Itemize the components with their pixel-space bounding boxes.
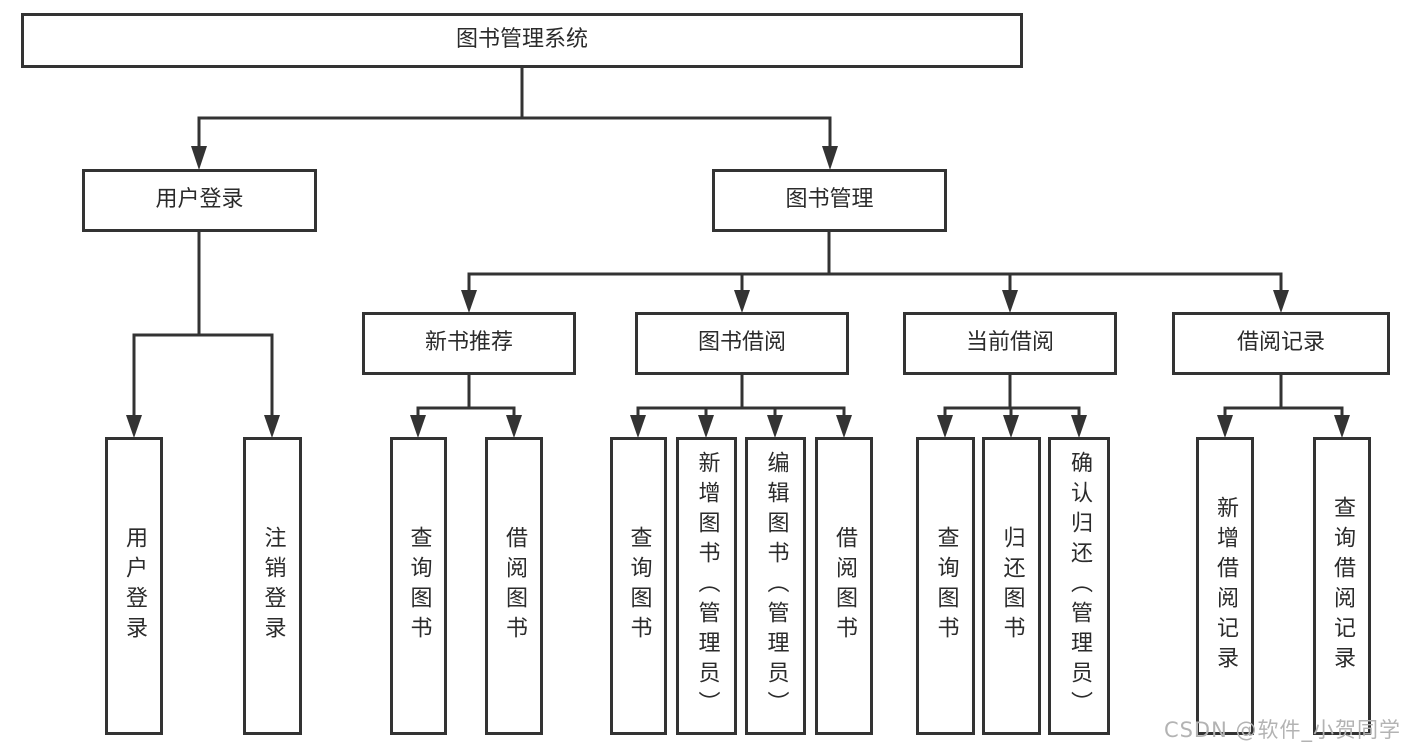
arrowhead <box>410 415 426 438</box>
connector-borrowing-records-to-leaves <box>1217 373 1350 438</box>
arrowhead <box>1002 290 1018 313</box>
leaf-borrow-books-borrowing: 借阅图书 <box>815 437 873 735</box>
arrowhead <box>836 415 852 438</box>
leaf-edit-books-admin: 编辑图书（管理员） <box>745 437 806 735</box>
arrowhead <box>461 290 477 313</box>
leaf-add-borrow-record: 新增借阅记录 <box>1196 437 1254 735</box>
arrowhead <box>191 146 207 170</box>
arrowhead <box>734 290 750 313</box>
leaf-add-books-admin: 新增图书（管理员） <box>676 437 737 735</box>
leaf-query-borrow-record: 查询借阅记录 <box>1313 437 1371 735</box>
connector-book-borrowing-to-leaves <box>630 373 852 438</box>
arrowhead <box>126 415 142 438</box>
arrowhead <box>1217 415 1233 438</box>
connector-current-borrowing-to-leaves <box>937 373 1087 438</box>
arrowhead <box>822 146 838 170</box>
connector-new-book-to-leaves <box>410 373 522 438</box>
arrowhead <box>937 415 953 438</box>
node-root-system: 图书管理系统 <box>21 13 1023 68</box>
arrowhead <box>1334 415 1350 438</box>
connector-book-management-to-level3 <box>461 230 1289 313</box>
leaf-confirm-return-admin: 确认归还（管理员） <box>1048 437 1110 735</box>
leaf-query-books-borrowing: 查询图书 <box>610 437 667 735</box>
arrowhead <box>698 415 714 438</box>
arrowhead <box>767 415 783 438</box>
arrowhead <box>630 415 646 438</box>
leaf-user-login: 用户登录 <box>105 437 163 735</box>
arrowhead <box>506 415 522 438</box>
leaf-logout-login: 注销登录 <box>243 437 302 735</box>
node-book-borrowing: 图书借阅 <box>635 312 849 375</box>
arrowhead <box>1071 415 1087 438</box>
node-current-borrowing: 当前借阅 <box>903 312 1117 375</box>
connector-user-login-to-leaves <box>126 230 280 438</box>
arrowhead <box>264 415 280 438</box>
node-borrowing-records: 借阅记录 <box>1172 312 1390 375</box>
node-new-book-recommendation: 新书推荐 <box>362 312 576 375</box>
connector-root-to-level2 <box>191 66 838 170</box>
arrowhead <box>1003 415 1019 438</box>
node-book-management: 图书管理 <box>712 169 947 232</box>
node-user-login: 用户登录 <box>82 169 317 232</box>
leaf-borrow-books-recommend: 借阅图书 <box>485 437 543 735</box>
leaf-query-books-current: 查询图书 <box>916 437 975 735</box>
csdn-watermark: CSDN @软件_小贺同学 <box>1163 718 1401 742</box>
leaf-return-books: 归还图书 <box>982 437 1041 735</box>
arrowhead <box>1273 290 1289 313</box>
leaf-query-books-recommend: 查询图书 <box>390 437 447 735</box>
